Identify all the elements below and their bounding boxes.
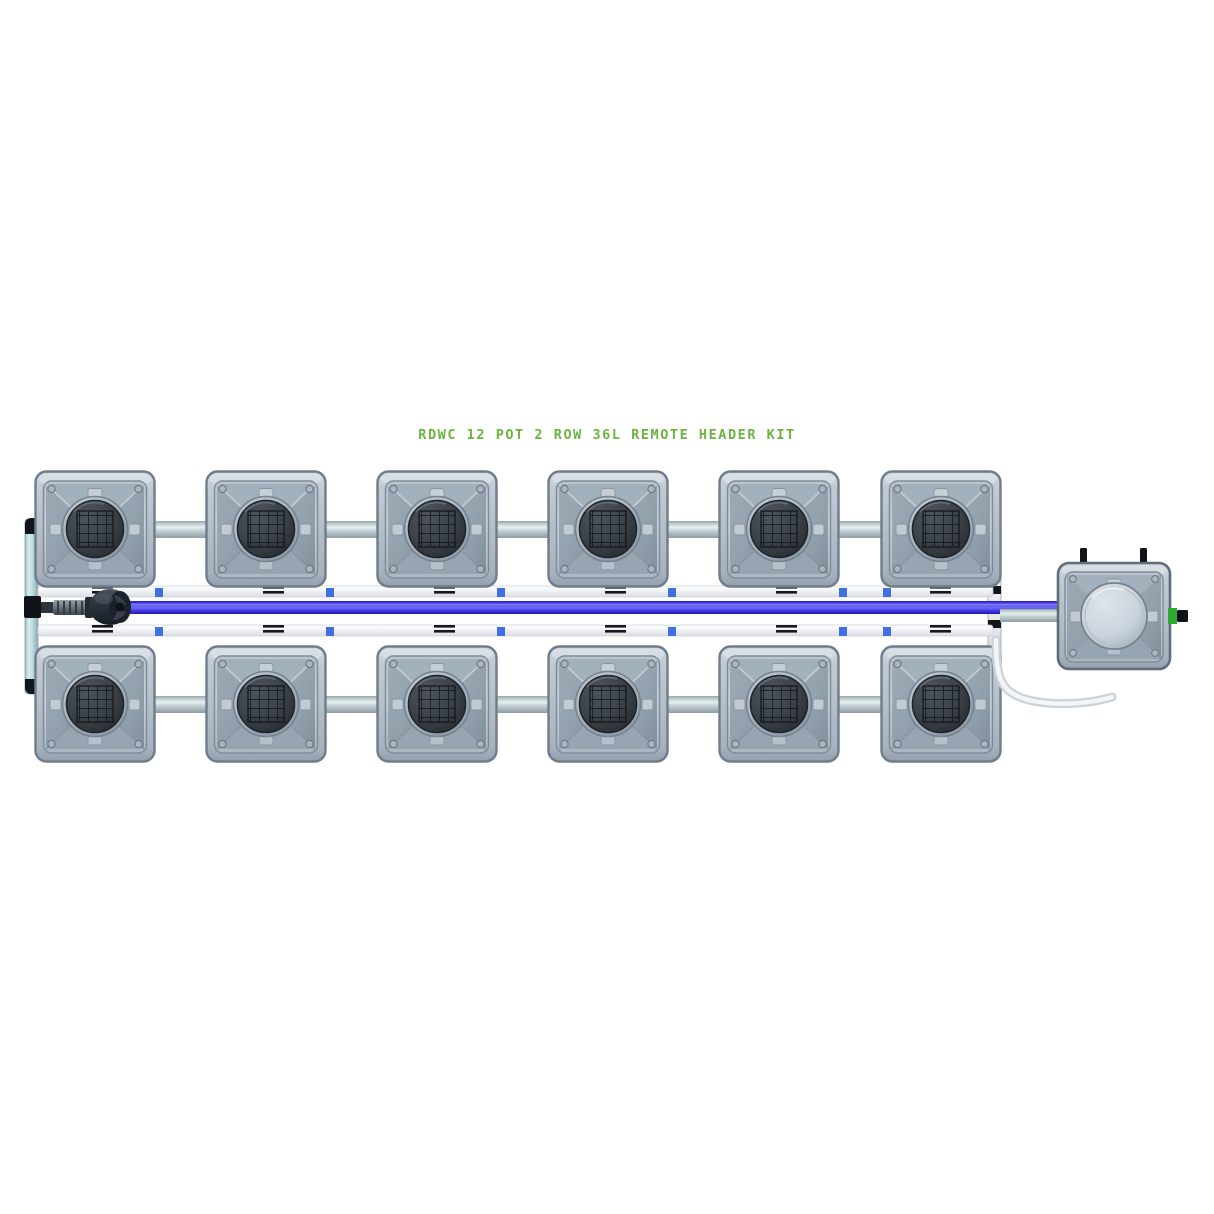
pot-10[interactable] [549,647,668,762]
outlet-cap [1177,610,1188,622]
tank-inlet-stub [1000,609,1062,622]
page-title: RDWC 12 POT 2 ROW 36L REMOTE HEADER KIT [418,427,796,443]
pot-7[interactable] [36,647,155,762]
inter-pot-pipes-bottom [150,696,894,713]
tank-lid[interactable] [1080,582,1148,650]
white-flex-tube [991,635,1117,709]
pot-1[interactable] [36,472,155,587]
lower-manifold [37,624,994,637]
pot-11[interactable] [720,647,839,762]
pot-3[interactable] [378,472,497,587]
manifold-connectors [155,588,891,636]
pot-4[interactable] [549,472,668,587]
circulation-pump[interactable] [24,589,131,625]
pot-6[interactable] [882,472,1001,587]
inter-pot-pipes-top [150,521,894,538]
pot-12[interactable] [882,647,1001,762]
pot-2[interactable] [207,472,326,587]
pot-5[interactable] [720,472,839,587]
pot-9[interactable] [378,647,497,762]
upper-manifold [37,585,994,598]
blue-return-pipe [104,601,1074,614]
remote-header-tank[interactable] [1056,548,1188,671]
green-outlet-fitting [1168,608,1177,624]
pot-8[interactable] [207,647,326,762]
